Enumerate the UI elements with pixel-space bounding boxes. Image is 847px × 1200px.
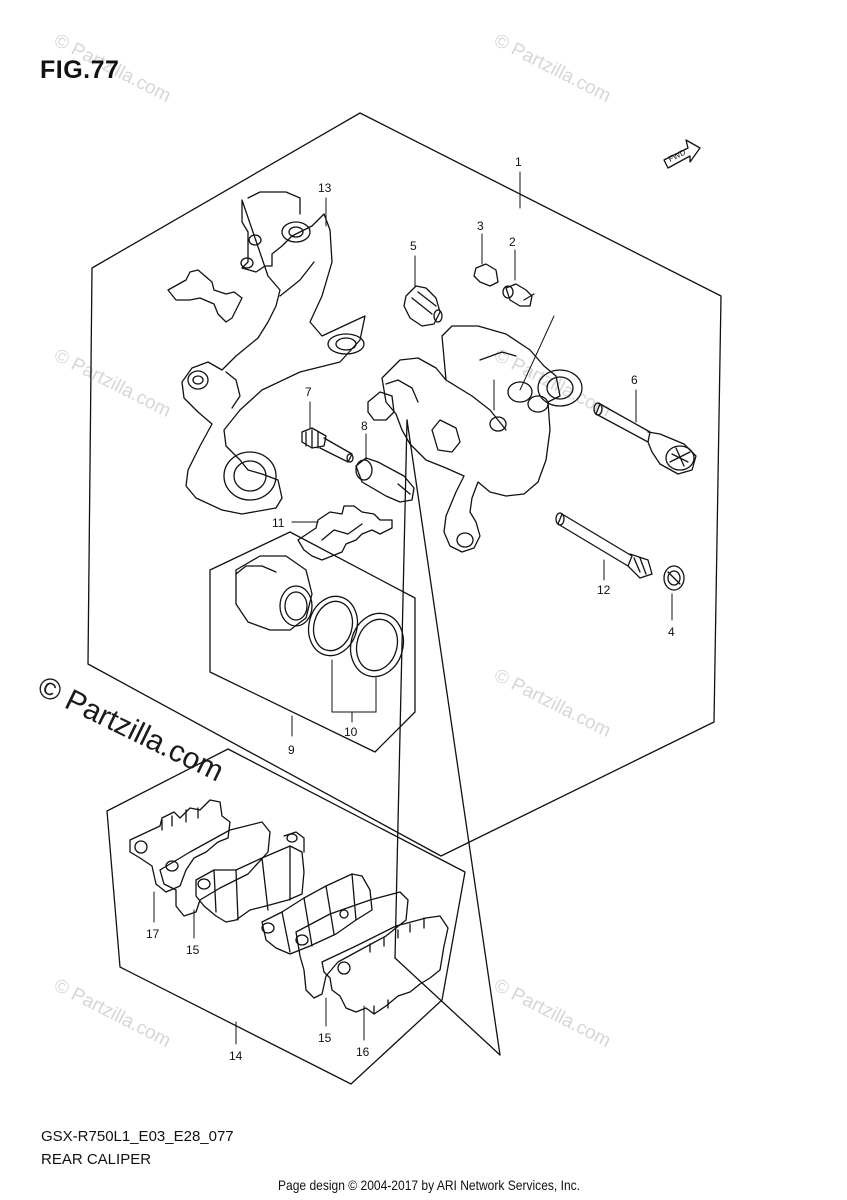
shim-hole: [134, 840, 148, 854]
pad-pin: [355, 457, 415, 503]
model-code: GSX-R750L1_E03_E28_077: [41, 1128, 234, 1145]
caliper-bracket: [181, 191, 366, 515]
footer-copyright: Page design © 2004-2017 by ARI Network S…: [278, 1177, 581, 1193]
leader-line: [394, 419, 408, 959]
leader-line: [394, 957, 501, 1056]
callout-13: 13: [318, 181, 332, 195]
callout-1: 1: [515, 155, 522, 169]
bracket-clip: [167, 269, 243, 323]
pad-shim: [159, 821, 271, 917]
callout-4: 4: [668, 625, 675, 639]
callout-2: 2: [509, 235, 516, 249]
callout-7: 7: [305, 385, 312, 399]
leader-lines: [153, 171, 673, 1045]
bleeder-valve: [502, 283, 535, 307]
slide-pin: [555, 512, 653, 579]
callout-15: 15: [186, 943, 200, 957]
dust-cap: [663, 565, 685, 591]
callout-8: 8: [361, 419, 368, 433]
piston-seal: [307, 595, 359, 657]
pad-shim: [295, 891, 409, 999]
pad-spring: [297, 505, 393, 561]
section-title: REAR CALIPER: [41, 1151, 152, 1168]
piston-set-outline: [209, 531, 416, 753]
leader-line: [406, 419, 501, 1056]
shim-tabs: [161, 807, 199, 831]
callout-12: 12: [597, 583, 611, 597]
pad-shim: [129, 799, 231, 893]
callout-5: 5: [410, 239, 417, 253]
callouts: 1 2 3 4 5 6 7 8 9 10 11 12 13 14 15 15 1…: [146, 155, 675, 1063]
boot: [403, 285, 443, 327]
callout-14: 14: [229, 1049, 243, 1063]
brake-pad: [261, 873, 373, 955]
callout-6: 6: [631, 373, 638, 387]
callout-10: 10: [344, 725, 358, 739]
fwd-arrow-icon: [663, 139, 701, 169]
callout-15: 15: [318, 1031, 332, 1045]
callout-17: 17: [146, 927, 160, 941]
pad-spring-detail: [321, 523, 363, 541]
caliper-assembly-outline: [87, 112, 722, 857]
piston: [235, 555, 313, 631]
callout-16: 16: [356, 1045, 370, 1059]
pad-pin: [301, 427, 354, 463]
figure-label: FIG.77: [40, 56, 120, 84]
callout-11: 11: [272, 516, 285, 530]
shim-tabs: [369, 917, 425, 1015]
caliper-body: [367, 325, 583, 553]
bleeder-cap: [473, 263, 499, 287]
dust-seal: [349, 612, 405, 678]
brake-pad: [195, 831, 305, 923]
slide-pin: [593, 402, 697, 475]
pad-shim: [321, 915, 449, 1015]
callout-9: 9: [288, 743, 295, 757]
callout-3: 3: [477, 219, 484, 233]
shim-hole: [337, 961, 351, 975]
pad-set-outline: [106, 748, 466, 1085]
